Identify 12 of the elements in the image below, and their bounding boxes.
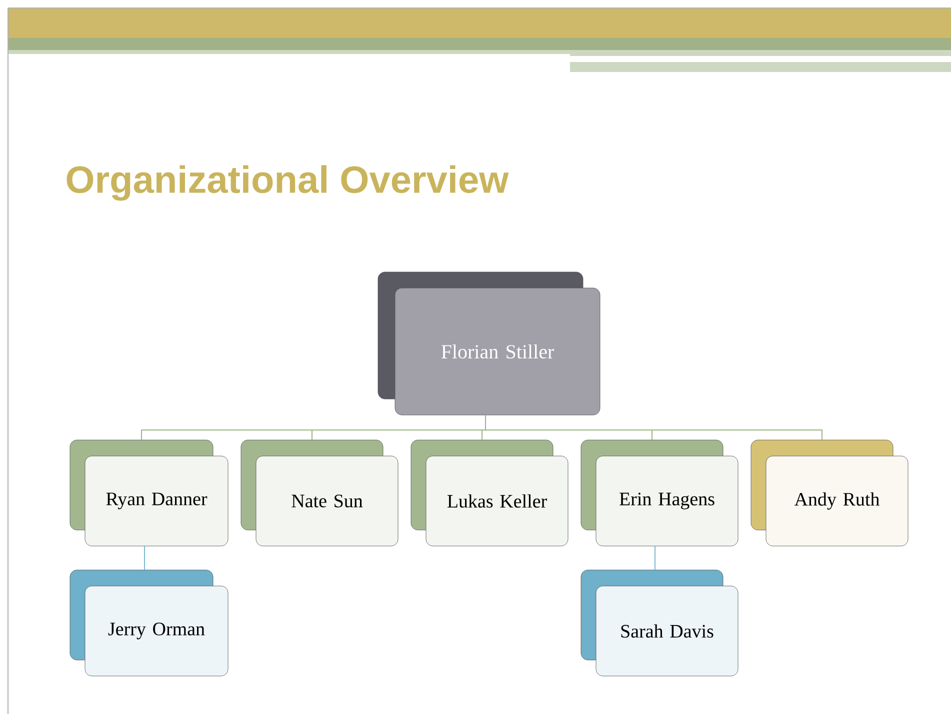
connector-line (654, 546, 656, 570)
person-box: Sarah Davis (580, 570, 738, 676)
person-box: Andy Ruth (750, 440, 908, 546)
person-box: Jerry Orman (70, 570, 228, 676)
person-box: Florian Stiller (378, 272, 600, 416)
connector-line (485, 414, 822, 440)
person-box: Erin Hagens (580, 440, 738, 546)
person-box: Ryan Danner (70, 440, 228, 546)
slide-title: Organizational Overview (66, 165, 509, 201)
connector-line (144, 546, 145, 570)
person-box: Nate Sun (240, 440, 398, 546)
person-box: Lukas Keller (410, 440, 568, 546)
